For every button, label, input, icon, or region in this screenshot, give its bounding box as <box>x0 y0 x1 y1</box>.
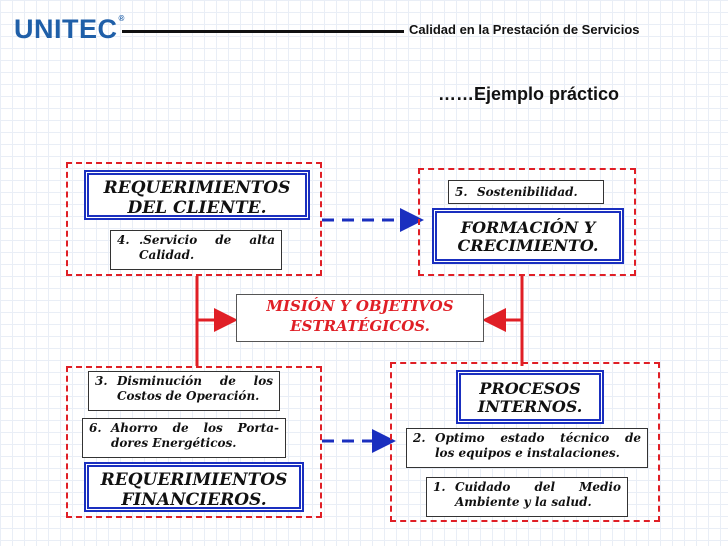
formacion-title-line2: CRECIMIENTO. <box>457 236 599 256</box>
item-1-line2: Ambiente y la salud. <box>455 495 592 509</box>
quadrant-cliente <box>66 162 322 276</box>
quadrant-formacion <box>418 168 636 276</box>
left-red-connector <box>195 276 238 366</box>
formacion-crecimiento-box: FORMACIÓN Y CRECIMIENTO. <box>432 208 624 264</box>
item-6-line1: Ahorro de los Porta- <box>111 421 279 435</box>
item-3-line2: Costos de Operación. <box>117 389 260 403</box>
item-5-box: 5. Sostenibilidad. <box>448 180 604 204</box>
requerimientos-cliente-box: REQUERIMIENTOS DEL CLIENTE. <box>84 170 310 220</box>
item-5-number: 5. <box>455 185 468 199</box>
requerimientos-financieros-box: REQUERIMIENTOS FINANCIEROS. <box>84 462 304 512</box>
right-red-connector <box>482 276 524 366</box>
item-3-box: 3. Disminución de los Costos de Operación… <box>88 371 280 411</box>
procesos-internos-box: PROCESOS INTERNOS. <box>456 370 604 424</box>
cliente-title-line2: DEL CLIENTE. <box>127 197 267 218</box>
cliente-title-line1: REQUERIMIENTOS <box>103 178 291 198</box>
financieros-title-line1: REQUERIMIENTOS <box>100 470 288 490</box>
item-1-line1: Cuidado del Medio <box>455 480 621 494</box>
quadrant-financieros <box>66 366 322 518</box>
formacion-title-line1: FORMACIÓN Y <box>460 218 596 237</box>
slide-subtitle: ……Ejemplo práctico <box>438 84 620 104</box>
item-4-line2: Calidad. <box>139 248 195 262</box>
item-2-box: 2. Optimo estado técnico de los equipos e… <box>406 428 648 468</box>
unitec-logo: UNITEC® <box>14 14 125 45</box>
item-1-box: 1. Cuidado del Medio Ambiente y la salud. <box>426 477 628 517</box>
registered-mark: ® <box>118 14 125 23</box>
header-title: Calidad en la Prestación de Servicios <box>409 22 640 37</box>
item-1-number: 1. <box>433 480 446 494</box>
item-6-number: 6. <box>89 421 102 435</box>
header-divider <box>122 30 404 33</box>
item-2-number: 2. <box>413 431 426 445</box>
item-3-line1: Disminución de los <box>117 374 273 388</box>
item-4-line1: .Servicio de alta <box>139 233 275 247</box>
item-4-box: 4. .Servicio de alta Calidad. <box>110 230 282 270</box>
item-4-number: 4. <box>117 233 130 247</box>
item-6-line2: dores Energéticos. <box>111 436 237 450</box>
item-2-line2: los equipos e instalaciones. <box>435 446 620 460</box>
item-3-number: 3. <box>95 374 108 388</box>
financieros-title-line2: FINANCIEROS. <box>121 489 267 510</box>
item-6-box: 6. Ahorro de los Porta- dores Energéticos… <box>82 418 286 458</box>
procesos-title-line2: INTERNOS. <box>477 397 583 417</box>
center-line2: ESTRATÉGICOS. <box>290 316 430 335</box>
item-2-line1: Optimo estado técnico de <box>435 431 641 445</box>
item-5-text: Sostenibilidad. <box>477 185 578 199</box>
procesos-title-line1: PROCESOS <box>479 379 581 398</box>
center-line1: MISIÓN Y OBJETIVOS <box>266 297 454 315</box>
mision-objetivos-box: MISIÓN Y OBJETIVOS ESTRATÉGICOS. <box>236 294 484 342</box>
quadrant-procesos <box>390 362 660 522</box>
logo-text: UNITEC <box>14 14 118 44</box>
